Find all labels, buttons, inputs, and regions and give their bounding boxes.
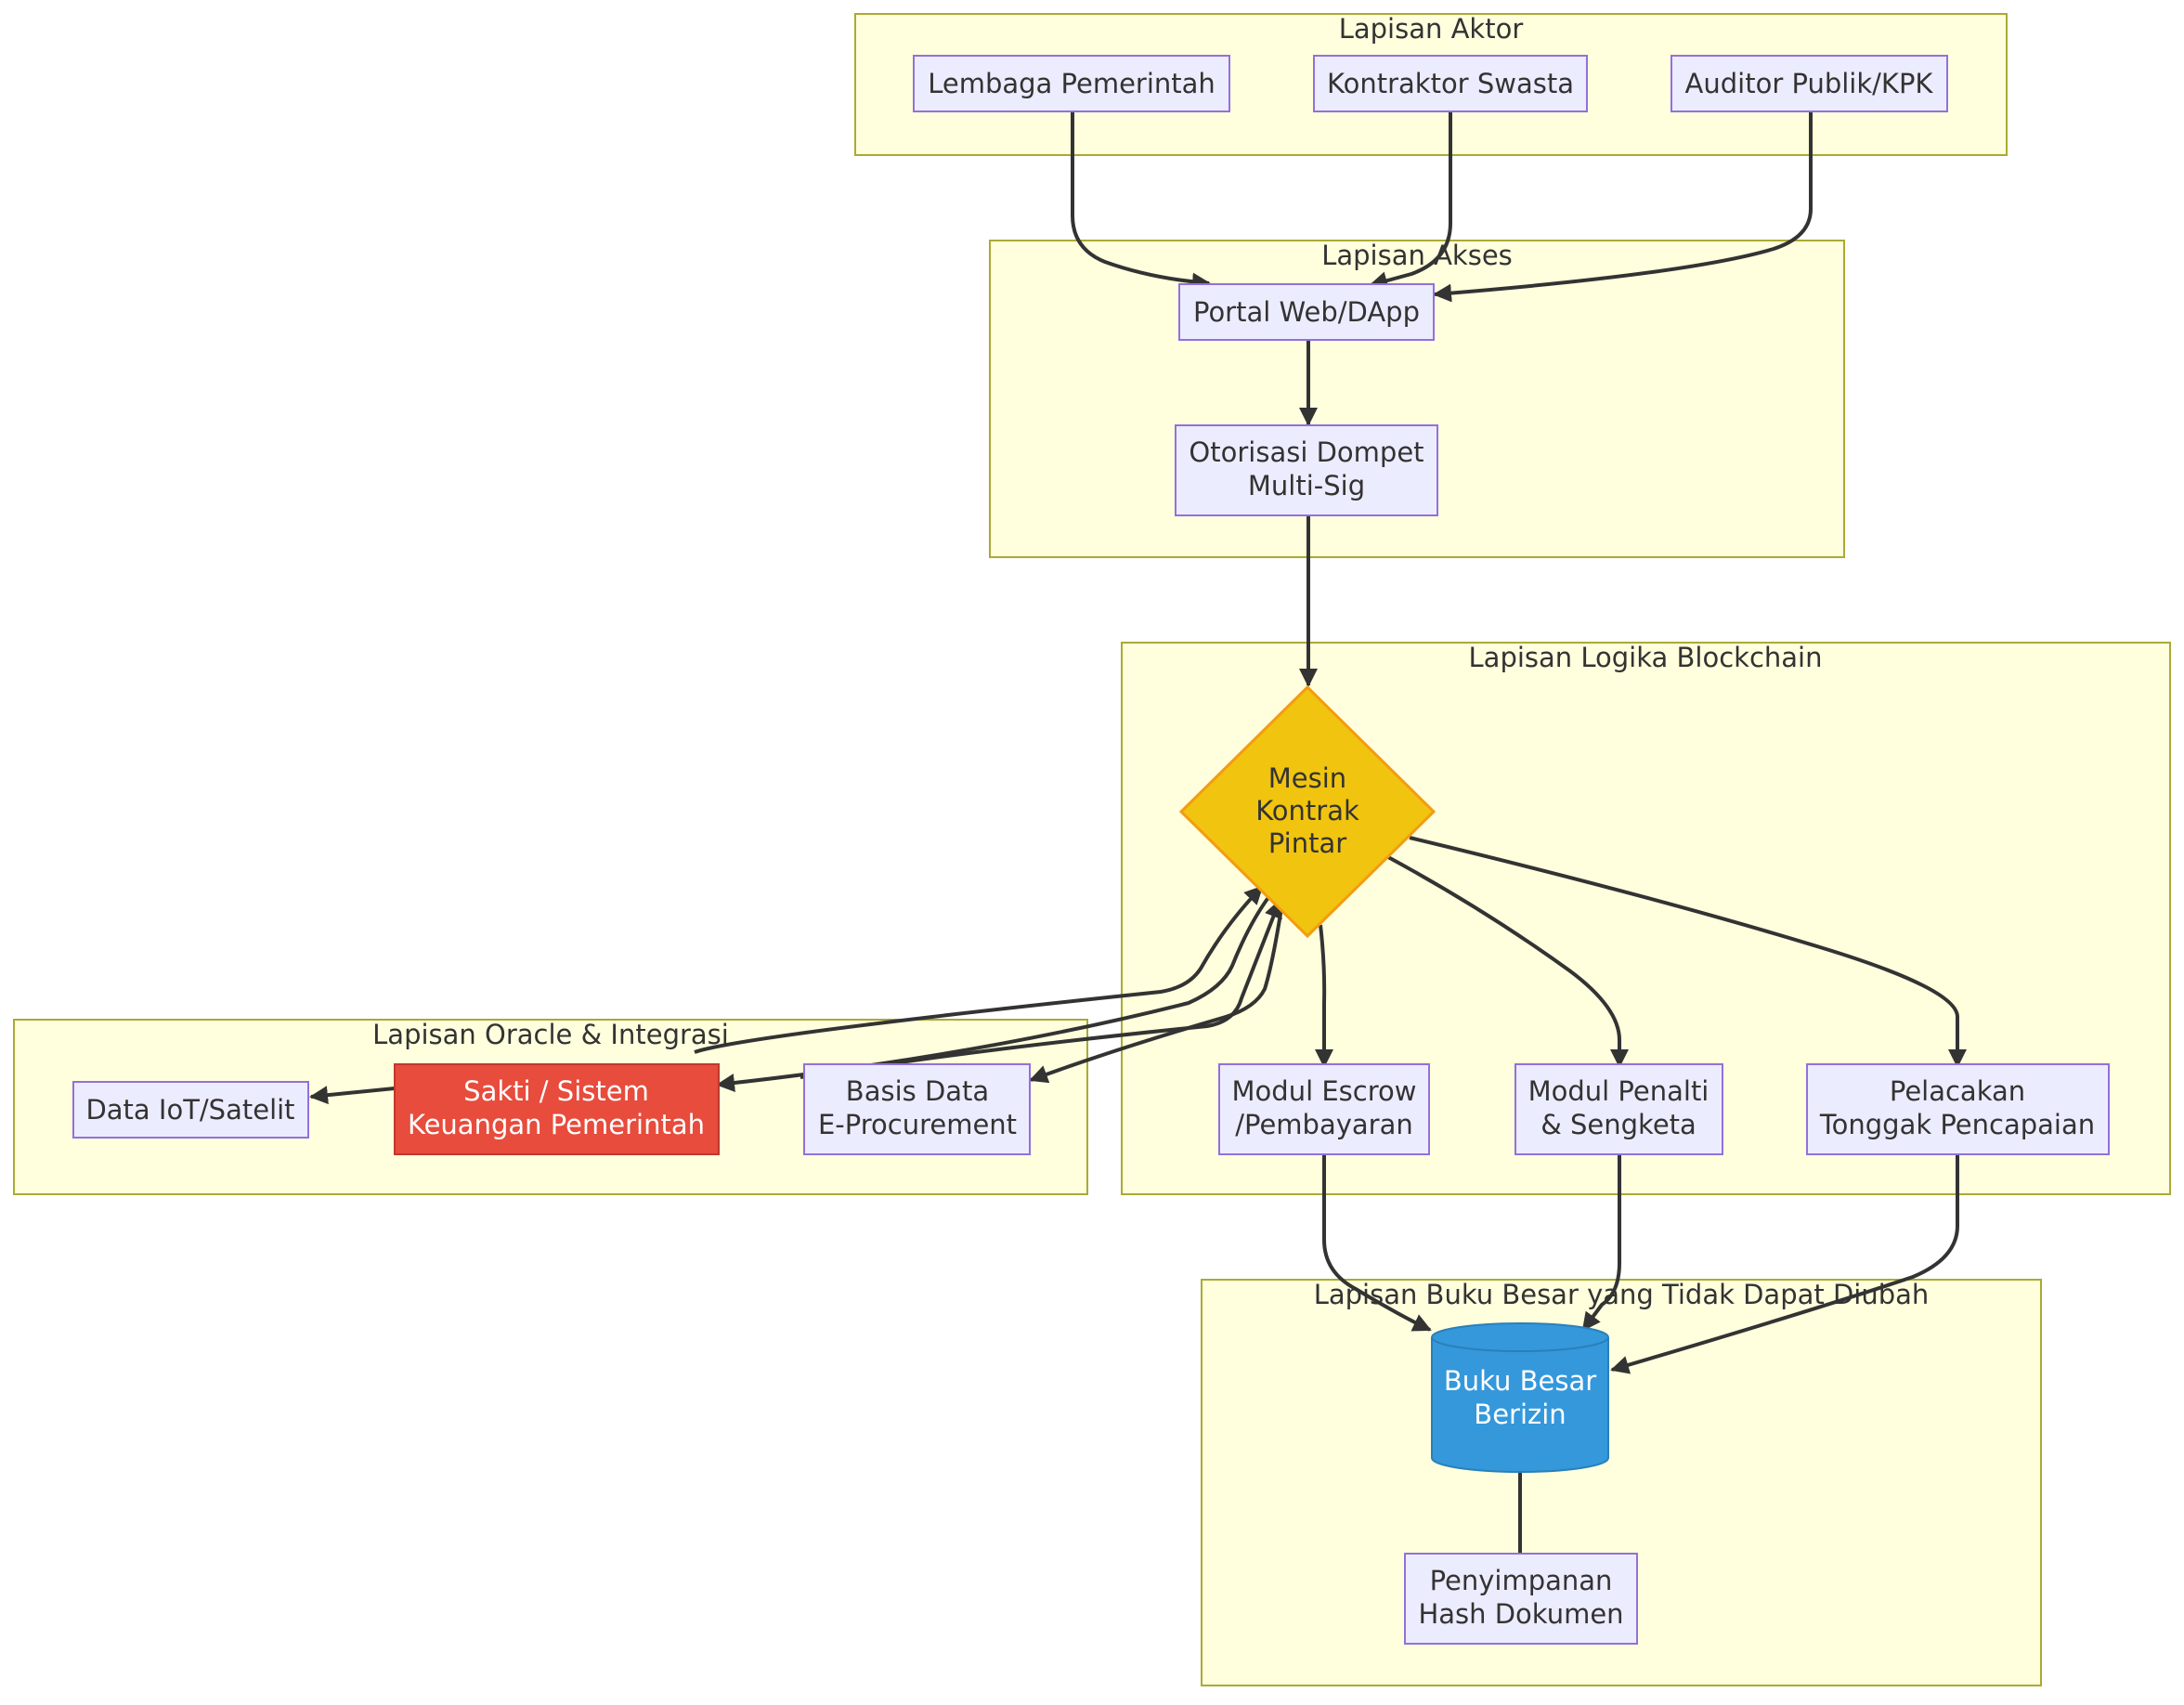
cluster-title-logika: Lapisan Logika Blockchain (1469, 642, 1823, 673)
edge-escrow-ledger (1322, 1154, 1432, 1332)
node-portal-web-dapp[interactable]: Portal Web/DApp (1178, 283, 1435, 341)
node-label: Keuangan Pemerintah (408, 1109, 705, 1140)
node-label: Auditor Publik/KPK (1685, 68, 1934, 99)
node-label: /Pembayaran (1235, 1109, 1413, 1140)
cluster-title-buku: Lapisan Buku Besar yang Tidak Dapat Diub… (1314, 1279, 1930, 1310)
node-pelacakan-tonggak[interactable]: Pelacakan Tonggak Pencapaian (1806, 1063, 2110, 1155)
cluster-title-aktor: Lapisan Aktor (1339, 13, 1524, 45)
node-modul-escrow[interactable]: Modul Escrow /Pembayaran (1218, 1063, 1430, 1155)
cluster-title-oracle: Lapisan Oracle & Integrasi (372, 1019, 729, 1050)
edge-pelacakan-ledger (1610, 1154, 1959, 1374)
edge-sakti-iot (309, 1086, 396, 1105)
node-label: Hash Dokumen (1418, 1598, 1623, 1630)
node-data-iot-satelit[interactable]: Data IoT/Satelit (72, 1081, 309, 1139)
node-label: Portal Web/DApp (1193, 296, 1420, 328)
node-buku-besar-berizin[interactable]: Buku Besar Berizin (1431, 1322, 1609, 1473)
edge-sakti-mesin (694, 885, 1264, 1054)
node-otorisasi-dompet[interactable]: Otorisasi Dompet Multi-Sig (1175, 424, 1438, 516)
node-label: Basis Data (846, 1075, 989, 1107)
node-kontraktor-swasta[interactable]: Kontraktor Swasta (1313, 55, 1588, 112)
node-label: Tonggak Pencapaian (1819, 1109, 2095, 1140)
node-auditor-publik[interactable]: Auditor Publik/KPK (1670, 55, 1948, 112)
edge-kontraktor-portal (1369, 111, 1452, 290)
node-label: Buku Besar (1444, 1365, 1596, 1397)
node-label: Sakti / Sistem (463, 1075, 649, 1107)
node-label: E-Procurement (818, 1109, 1017, 1140)
edge-lembaga-portal (1071, 111, 1211, 292)
node-label: Multi-Sig (1248, 470, 1365, 501)
node-modul-penalti[interactable]: Modul Penalti & Sengketa (1514, 1063, 1723, 1155)
node-label: Kontrak (1255, 795, 1359, 826)
node-label: Berizin (1474, 1399, 1566, 1430)
node-label: Pintar (1268, 827, 1346, 859)
node-label: Pelacakan (1890, 1075, 2025, 1107)
cluster-title-akses: Lapisan Akses (1321, 240, 1513, 271)
node-label: Otorisasi Dompet (1189, 436, 1424, 468)
node-label: Kontraktor Swasta (1327, 68, 1574, 99)
node-sakti-sistem-keuangan[interactable]: Sakti / Sistem Keuangan Pemerintah (394, 1063, 720, 1155)
node-mesin-kontrak-pintar[interactable]: Mesin Kontrak Pintar (1178, 684, 1436, 939)
node-label: Modul Penalti (1528, 1075, 1710, 1107)
edge-mesin-basis (1029, 907, 1283, 1084)
node-label: Modul Escrow (1232, 1075, 1417, 1107)
edge-auditor-portal (1433, 111, 1813, 303)
edge-mesin-pelacakan (1409, 836, 1967, 1068)
node-label: & Sengketa (1540, 1109, 1696, 1140)
node-penyimpanan-hash[interactable]: Penyimpanan Hash Dokumen (1404, 1553, 1638, 1645)
node-label: Mesin (1268, 762, 1346, 794)
node-basis-data-eprocurement[interactable]: Basis Data E-Procurement (803, 1063, 1031, 1155)
node-label: Lembaga Pemerintah (928, 68, 1216, 99)
edge-mesin-penalti (1387, 855, 1629, 1068)
node-label: Data IoT/Satelit (85, 1094, 294, 1126)
node-lembaga-pemerintah[interactable]: Lembaga Pemerintah (913, 55, 1230, 112)
edge-penalti-ledger (1581, 1154, 1621, 1332)
edge-mesin-escrow (1315, 924, 1333, 1068)
node-label: Penyimpanan (1430, 1565, 1613, 1596)
